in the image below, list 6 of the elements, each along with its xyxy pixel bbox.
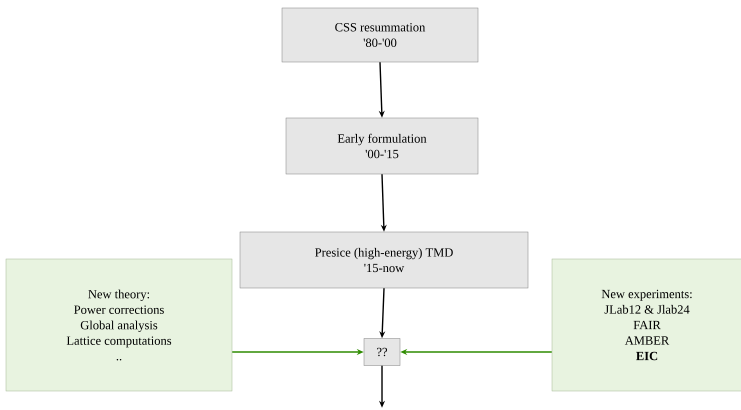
info-box: New theory: Power corrections Global analysis Lattice computations .. (6, 258, 232, 392)
stage-box: Presice (high-energy) TMD '15-now (240, 232, 528, 288)
stage-box: Early formulation '00-'15 (286, 118, 478, 174)
stage-box: ?? (364, 338, 400, 366)
stage-box: CSS resummation '80-'00 (282, 8, 478, 62)
info-box: New experiments: JLab12 & Jlab24 FAIR AMBER EIC (552, 258, 741, 392)
